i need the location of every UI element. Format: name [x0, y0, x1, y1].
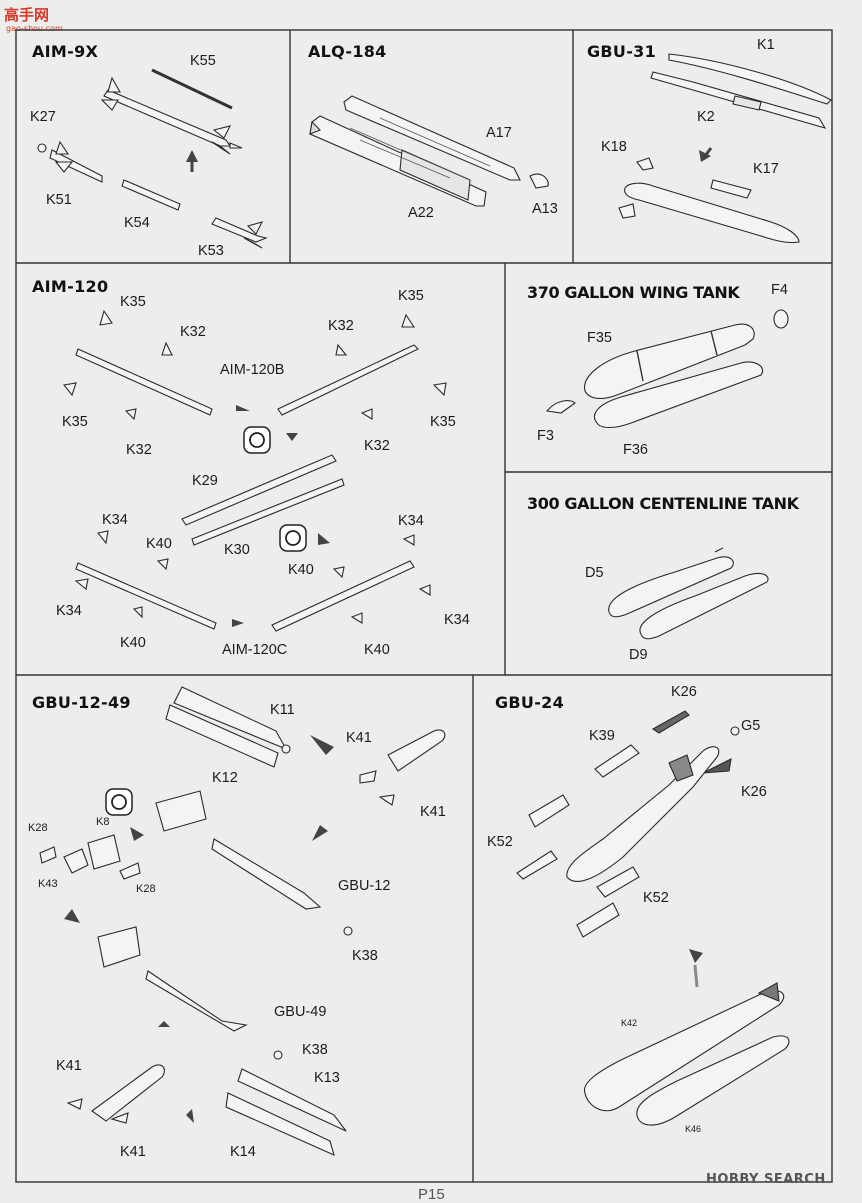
- part-label: K2: [697, 109, 715, 125]
- part-label: K27: [30, 109, 56, 125]
- hobby-search-logo: HOBBY SEARCH: [706, 1172, 826, 1187]
- part-label: K51: [46, 192, 72, 208]
- part-label: K34: [444, 612, 470, 628]
- part-label: F35: [587, 330, 612, 346]
- part-label: K40: [120, 635, 146, 651]
- tank370-drawing: [545, 309, 789, 429]
- watermark-url: gao-shou.com: [6, 24, 63, 33]
- part-label: K35: [398, 288, 424, 304]
- part-label: K53: [198, 243, 224, 259]
- part-label: K35: [62, 414, 88, 430]
- panel-title: ALQ-184: [308, 42, 387, 61]
- panel-370-gallon-wing-tank: 370 GALLON WING TANK F4 F35 F3 F36: [505, 263, 832, 472]
- part-label: K32: [364, 438, 390, 454]
- part-label: K17: [753, 161, 779, 177]
- gbu31-drawing: [618, 53, 832, 244]
- part-label: A17: [486, 125, 512, 141]
- aim9x-drawing: [37, 68, 268, 249]
- part-label: K55: [190, 53, 216, 69]
- part-label: K1: [757, 37, 775, 53]
- panel-title: AIM-9X: [32, 42, 99, 61]
- part-label: K34: [102, 512, 128, 528]
- part-label: K32: [180, 324, 206, 340]
- part-label: F36: [623, 442, 648, 458]
- aim120-drawing: [62, 309, 447, 632]
- panel-title: 300 GALLON CENTENLINE TANK: [527, 494, 799, 513]
- variant-label: AIM-120C: [222, 642, 288, 658]
- part-label: K35: [430, 414, 456, 430]
- part-label: K26: [741, 784, 767, 800]
- part-label: K40: [146, 536, 172, 552]
- part-label: A13: [532, 201, 558, 217]
- part-label: K12: [212, 770, 238, 786]
- part-label: D9: [629, 647, 648, 663]
- panel-300-gallon-centerline-tank: 300 GALLON CENTENLINE TANK D5 D9: [505, 472, 832, 675]
- panel-title: GBU-12-49: [32, 693, 131, 712]
- panel-aim9x: AIM-9X: [16, 30, 290, 263]
- part-label: K18: [601, 139, 627, 155]
- part-label: K42: [621, 1018, 638, 1028]
- gbu24-drawing: [516, 710, 790, 1126]
- part-label: K41: [346, 730, 372, 746]
- part-label: G5: [741, 718, 761, 734]
- panel-title: AIM-120: [32, 277, 109, 296]
- part-label: K32: [328, 318, 354, 334]
- part-label: K40: [364, 642, 390, 658]
- weapon-label: GBU-12: [338, 878, 391, 894]
- part-label: K30: [224, 542, 250, 558]
- panel-title: GBU-24: [495, 693, 565, 712]
- part-label: K52: [643, 890, 669, 906]
- watermark-logo: 高手网: [4, 6, 50, 24]
- part-label: F4: [771, 282, 788, 298]
- part-label: K26: [671, 684, 697, 700]
- part-label: K29: [192, 473, 218, 489]
- part-label: D5: [585, 565, 604, 581]
- panel-title: 370 GALLON WING TANK: [527, 283, 740, 302]
- part-label: K46: [685, 1124, 702, 1134]
- part-label: K38: [302, 1042, 328, 1058]
- part-label: K54: [124, 215, 150, 231]
- part-label: K13: [314, 1070, 340, 1086]
- part-label: K28: [136, 883, 156, 895]
- part-label: K35: [120, 294, 146, 310]
- part-label: K43: [38, 878, 58, 890]
- part-label: K28: [28, 822, 48, 834]
- part-label: K39: [589, 728, 615, 744]
- part-label: K38: [352, 948, 378, 964]
- part-label: K14: [230, 1144, 256, 1160]
- part-label: K34: [398, 513, 424, 529]
- alq184-drawing: [309, 95, 549, 207]
- part-label: K40: [288, 562, 314, 578]
- variant-label: AIM-120B: [220, 362, 285, 378]
- part-label: A22: [408, 205, 434, 221]
- part-label: K41: [56, 1058, 82, 1074]
- weapon-label: GBU-49: [274, 1004, 327, 1020]
- tank300-drawing: [608, 547, 769, 640]
- panel-aim120: AIM-120: [16, 263, 505, 675]
- panel-gbu24: GBU-24: [473, 675, 832, 1182]
- part-label: K41: [120, 1144, 146, 1160]
- panel-title: GBU-31: [587, 42, 657, 61]
- panel-gbu-12-49: GBU-12-49: [16, 675, 473, 1182]
- part-label: K11: [270, 702, 295, 718]
- part-label: K34: [56, 603, 82, 619]
- part-label: F3: [537, 428, 554, 444]
- part-label: K52: [487, 834, 513, 850]
- part-label: K8: [96, 816, 110, 828]
- panel-gbu31: GBU-31 K1 K2 K18 K17: [573, 30, 832, 263]
- page-number: P15: [418, 1186, 445, 1203]
- panel-alq184: ALQ-184 A17 A22 A13: [290, 30, 573, 263]
- gbu1249-drawing: [39, 686, 446, 1156]
- part-label: K41: [420, 804, 446, 820]
- part-label: K32: [126, 442, 152, 458]
